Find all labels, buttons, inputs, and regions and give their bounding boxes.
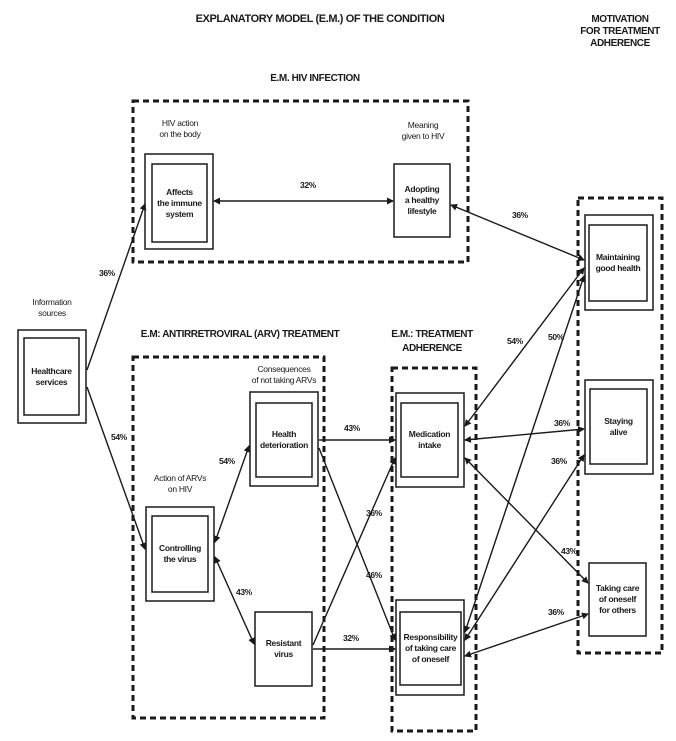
caption-action-arvs: Action of ARVs on HIV xyxy=(153,473,207,494)
edge-label-immune-lifestyle: 32% xyxy=(300,180,316,190)
edge-healthcare-controlling xyxy=(86,386,147,550)
edge-medication-taking_care xyxy=(464,457,589,584)
edge-label-health_det-medication: 43% xyxy=(344,423,360,433)
node-controlling-virus: Controlling the virus xyxy=(158,543,202,564)
edge-label-controlling-resistant: 43% xyxy=(236,587,252,597)
node-controlling-box xyxy=(145,506,215,602)
edge-label-medication-taking_care: 43% xyxy=(561,546,577,556)
node-maintaining-health: Maintaining good health xyxy=(595,252,641,273)
node-resistant-virus: Resistant virus xyxy=(265,638,302,659)
motivation-title: MOTIVATION FOR TREATMENT ADHERENCE xyxy=(580,14,660,49)
edge-label-resistant-responsibility: 32% xyxy=(343,633,359,643)
edge-label-healthcare-immune: 36% xyxy=(99,268,115,278)
caption-meaning-hiv: Meaning given to HIV xyxy=(401,120,445,141)
node-healthcare: Healthcare services xyxy=(31,365,72,387)
node-healthcare-box xyxy=(17,329,87,424)
edge-label-resistant-medication: 36% xyxy=(366,508,382,518)
edge-label-medication-staying: 36% xyxy=(554,418,570,428)
edge-label-responsibility-taking_care: 36% xyxy=(548,607,564,617)
node-lifestyle-box xyxy=(393,163,451,238)
edge-label-responsibility-maintaining: 50% xyxy=(548,332,564,342)
hiv-infection-title: E.M. HIV INFECTION xyxy=(270,73,360,84)
main-title: EXPLANATORY MODEL (E.M.) OF THE CONDITIO… xyxy=(195,13,445,25)
edge-lifestyle-maintaining xyxy=(450,204,585,261)
caption-hiv-action: HIV action on the body xyxy=(159,118,201,139)
node-health-deterioration: Health deterioration xyxy=(259,429,309,450)
treatment-adherence-title: E.M.: TREATMENT ADHERENCE xyxy=(391,329,473,354)
node-maintaining-box xyxy=(584,214,654,311)
edge-label-controlling-health_det: 54% xyxy=(219,456,235,466)
node-responsibility-box xyxy=(395,599,465,696)
edge-controlling-health_det xyxy=(213,445,251,543)
node-lifestyle: Adopting a healthy lifestyle xyxy=(404,184,440,216)
edge-medication-staying xyxy=(464,426,585,443)
edge-controlling-resistant xyxy=(214,556,255,645)
edge-responsibility-taking_care xyxy=(464,612,589,658)
node-responsibility: Responsibility of taking care of oneself xyxy=(403,632,458,664)
edge-label-health_det-responsibility: 46% xyxy=(366,570,382,580)
caption-information-sources: Information sources xyxy=(32,297,72,318)
node-staying-box xyxy=(584,379,654,475)
arv-treatment-title: E.M: ANTIRRETROVIRAL (ARV) TREATMENT xyxy=(140,329,340,340)
edge-health_det-responsibility xyxy=(318,447,397,641)
edge-label-medication-maintaining: 54% xyxy=(507,336,523,346)
node-taking-care-box xyxy=(588,562,647,637)
group-hiv-infection xyxy=(131,99,470,264)
group-arv-treatment xyxy=(131,355,326,720)
node-medication-box xyxy=(395,392,465,488)
node-staying-alive: Staying alive xyxy=(604,415,633,437)
edge-label-lifestyle-maintaining: 36% xyxy=(512,210,528,220)
node-immune: Affects the immune system xyxy=(157,186,202,219)
caption-consequences: Consequences of not taking ARVs xyxy=(251,364,317,385)
edge-resistant-medication xyxy=(312,457,396,646)
node-taking-care-others: Taking care of oneself for others xyxy=(595,583,640,615)
node-medication-intake: Medication intake xyxy=(408,429,451,450)
node-resistant-box xyxy=(254,611,313,687)
edge-healthcare-immune xyxy=(86,203,147,371)
node-health-det-box xyxy=(249,391,319,487)
edge-label-healthcare-controlling: 54% xyxy=(111,432,127,442)
edge-label-responsibility-staying: 36% xyxy=(551,456,567,466)
